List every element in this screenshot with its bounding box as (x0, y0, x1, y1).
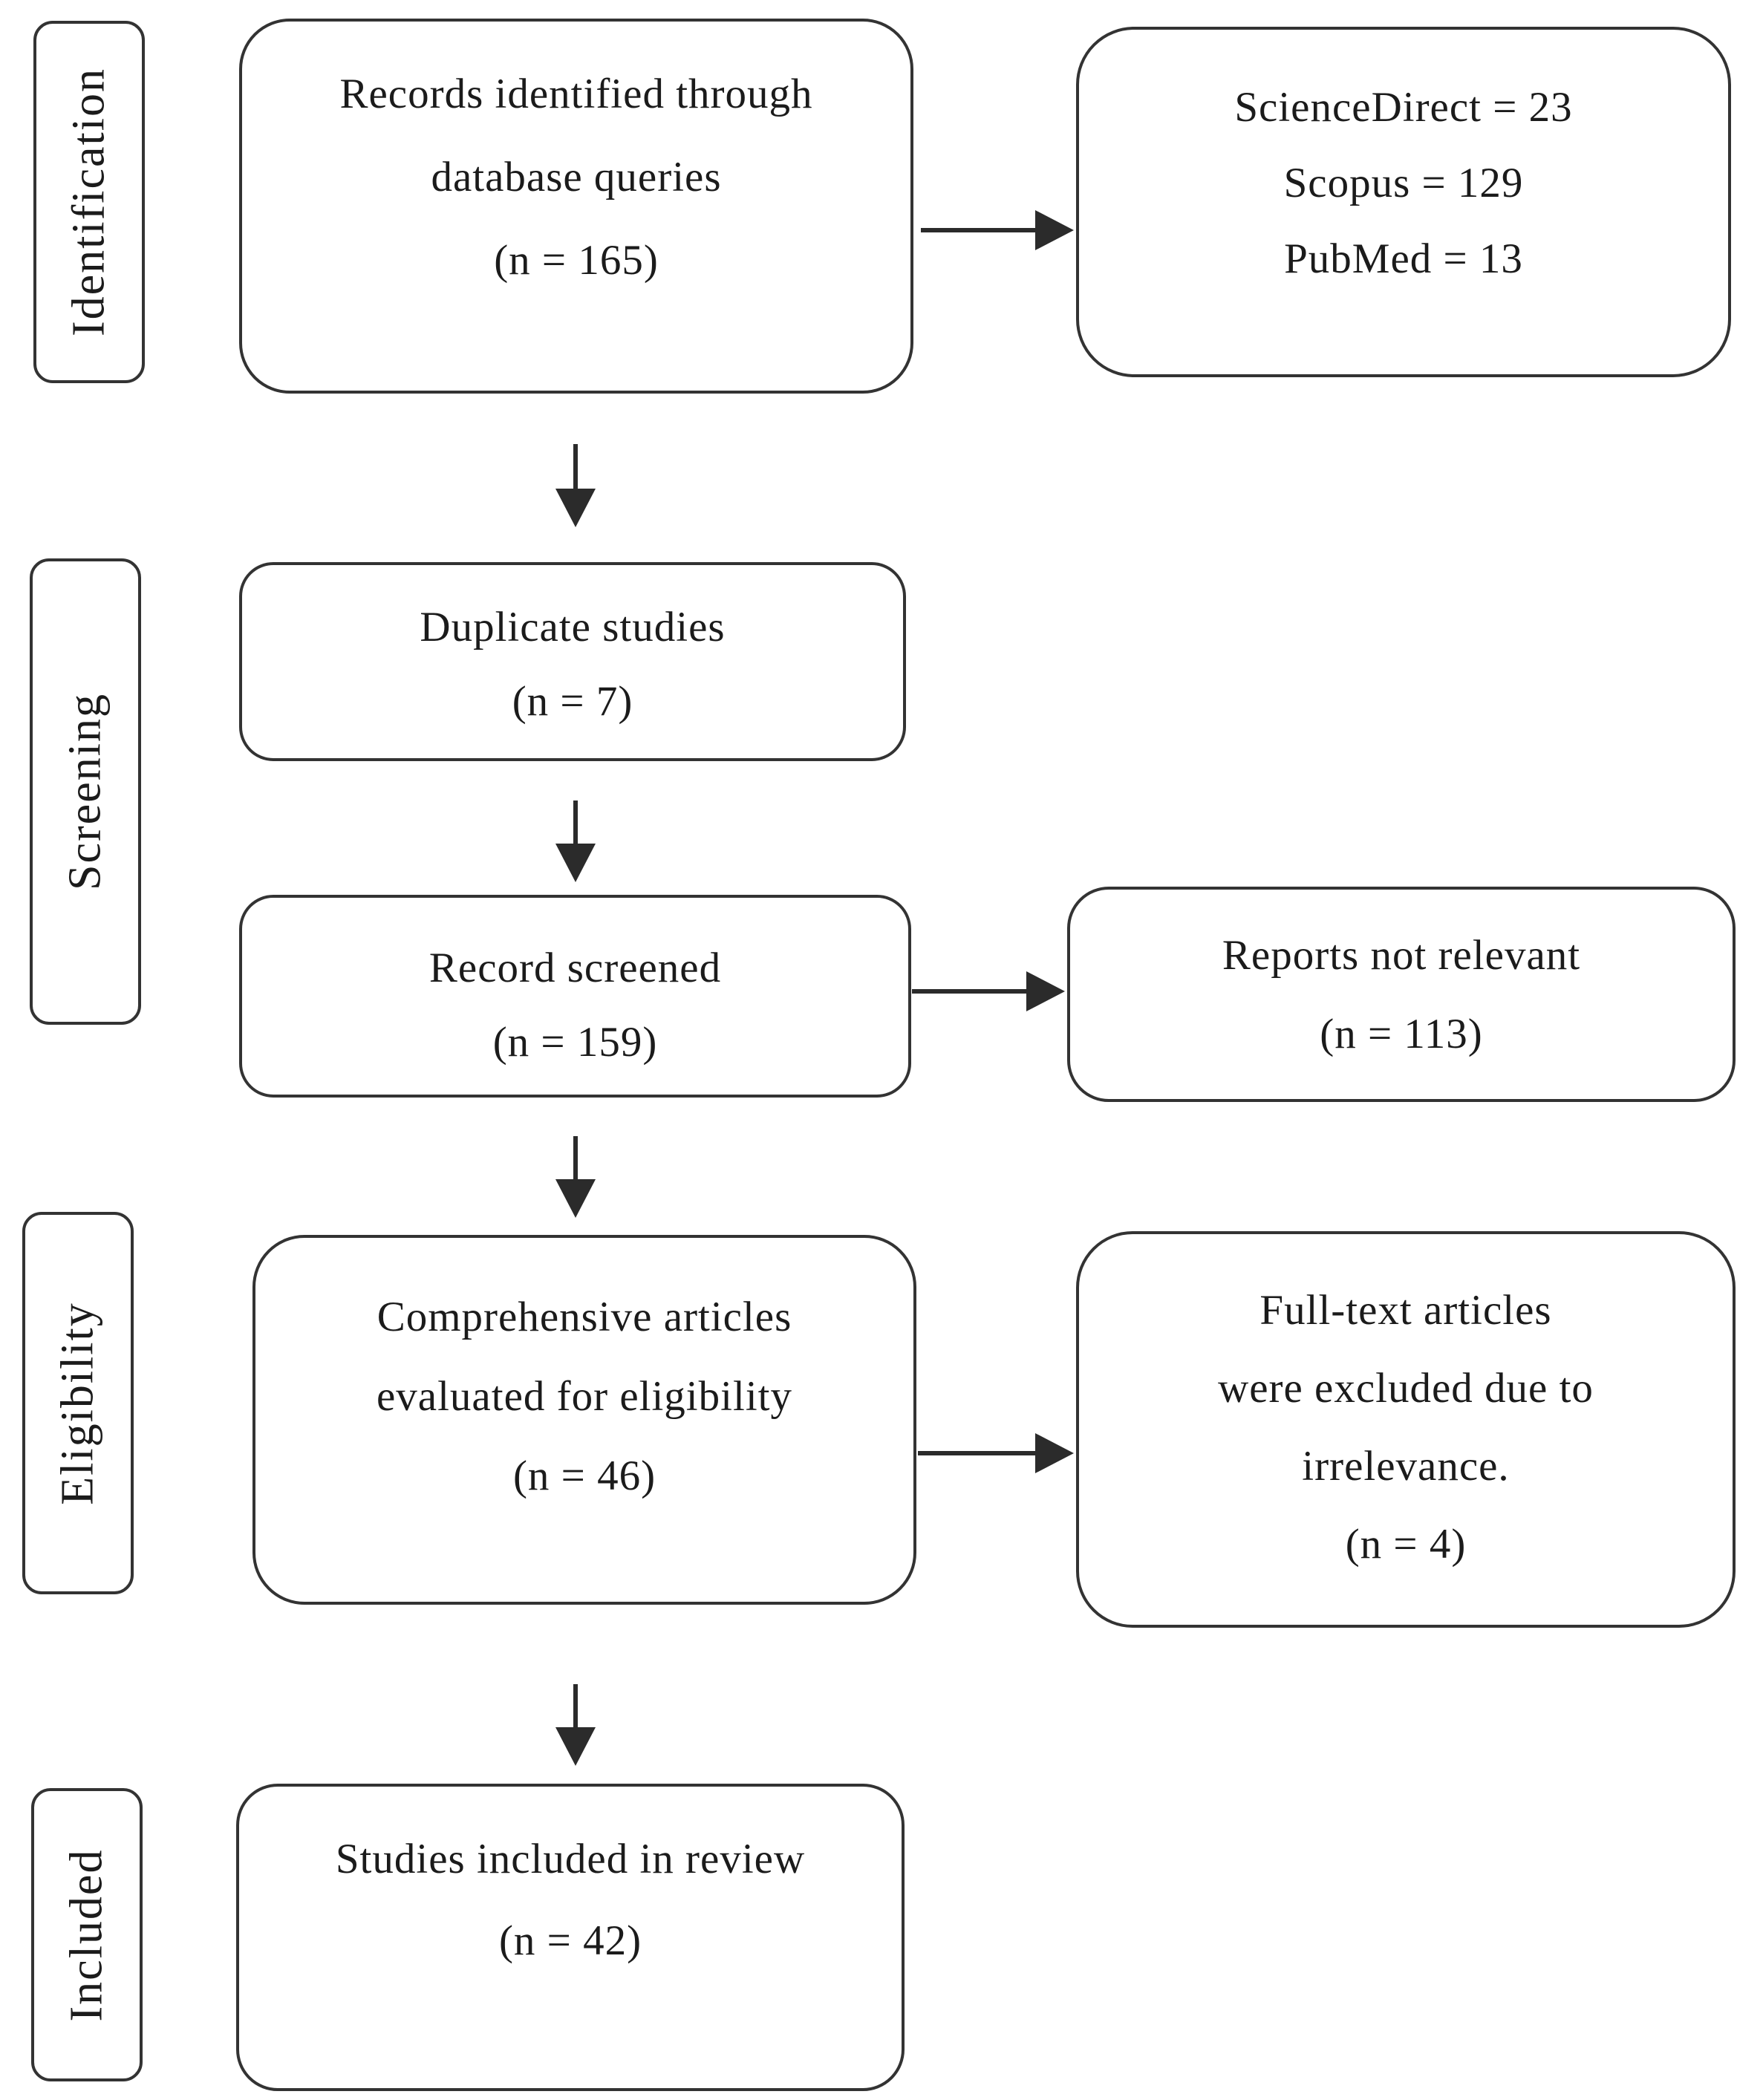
box-eligible-count: (n = 46) (512, 1452, 656, 1499)
arrow-records-to-sources (921, 210, 1074, 250)
stage-box-eligibility: Eligibility (22, 1212, 134, 1594)
box-reports-not-relevant: Reports not relevant (n = 113) (1067, 887, 1736, 1102)
arrow-eligible-to-included (555, 1684, 596, 1766)
box-eligible-line: Comprehensive articles (377, 1294, 792, 1340)
box-excluded-line: Full-text articles (1259, 1287, 1552, 1334)
box-excluded-count: (n = 4) (1345, 1521, 1467, 1568)
stage-label-screening: Screening (59, 693, 111, 890)
box-duplicate-studies: Duplicate studies (n = 7) (239, 562, 906, 761)
stage-box-included: Included (31, 1788, 143, 2081)
box-duplicates-count: (n = 7) (512, 678, 633, 725)
box-duplicates-line: Duplicate studies (420, 604, 726, 650)
box-comprehensive-articles: Comprehensive articles evaluated for eli… (252, 1235, 916, 1605)
box-database-sources: ScienceDirect = 23 Scopus = 129 PubMed =… (1076, 27, 1731, 377)
box-records-line: database queries (431, 154, 722, 200)
box-included-count: (n = 42) (498, 1917, 642, 1964)
box-excluded-line: irrelevance. (1302, 1443, 1510, 1490)
stage-box-screening: Screening (30, 558, 141, 1025)
source-sciencedirect: ScienceDirect = 23 (1234, 84, 1573, 131)
box-screened-count: (n = 159) (492, 1019, 658, 1066)
box-record-screened: Record screened (n = 159) (239, 895, 911, 1098)
arrow-records-to-duplicates (555, 444, 596, 527)
source-scopus: Scopus = 129 (1283, 160, 1524, 206)
box-excluded-line: were excluded due to (1218, 1365, 1594, 1412)
stage-box-identification: Identification (33, 21, 145, 383)
box-records-count: (n = 165) (494, 237, 659, 284)
box-included-line: Studies included in review (335, 1836, 806, 1882)
box-not-relevant-count: (n = 113) (1320, 1011, 1483, 1057)
box-fulltext-excluded: Full-text articles were excluded due to … (1076, 1231, 1736, 1628)
arrow-duplicates-to-screened (555, 800, 596, 882)
arrow-screened-to-not-relevant (912, 971, 1065, 1011)
box-records-identified: Records identified through database quer… (239, 19, 913, 394)
stage-label-included: Included (61, 1848, 112, 2021)
box-screened-line: Record screened (428, 945, 722, 991)
source-pubmed: PubMed = 13 (1284, 235, 1523, 282)
box-studies-included: Studies included in review (n = 42) (236, 1784, 905, 2091)
stage-label-eligibility: Eligibility (52, 1301, 103, 1505)
arrow-eligible-to-excluded (918, 1433, 1074, 1473)
box-records-line: Records identified through (339, 71, 813, 117)
arrow-screened-to-eligible (555, 1136, 596, 1218)
stage-label-identification: Identification (63, 68, 114, 336)
box-not-relevant-line: Reports not relevant (1222, 932, 1581, 979)
box-eligible-line: evaluated for eligibility (377, 1373, 792, 1420)
